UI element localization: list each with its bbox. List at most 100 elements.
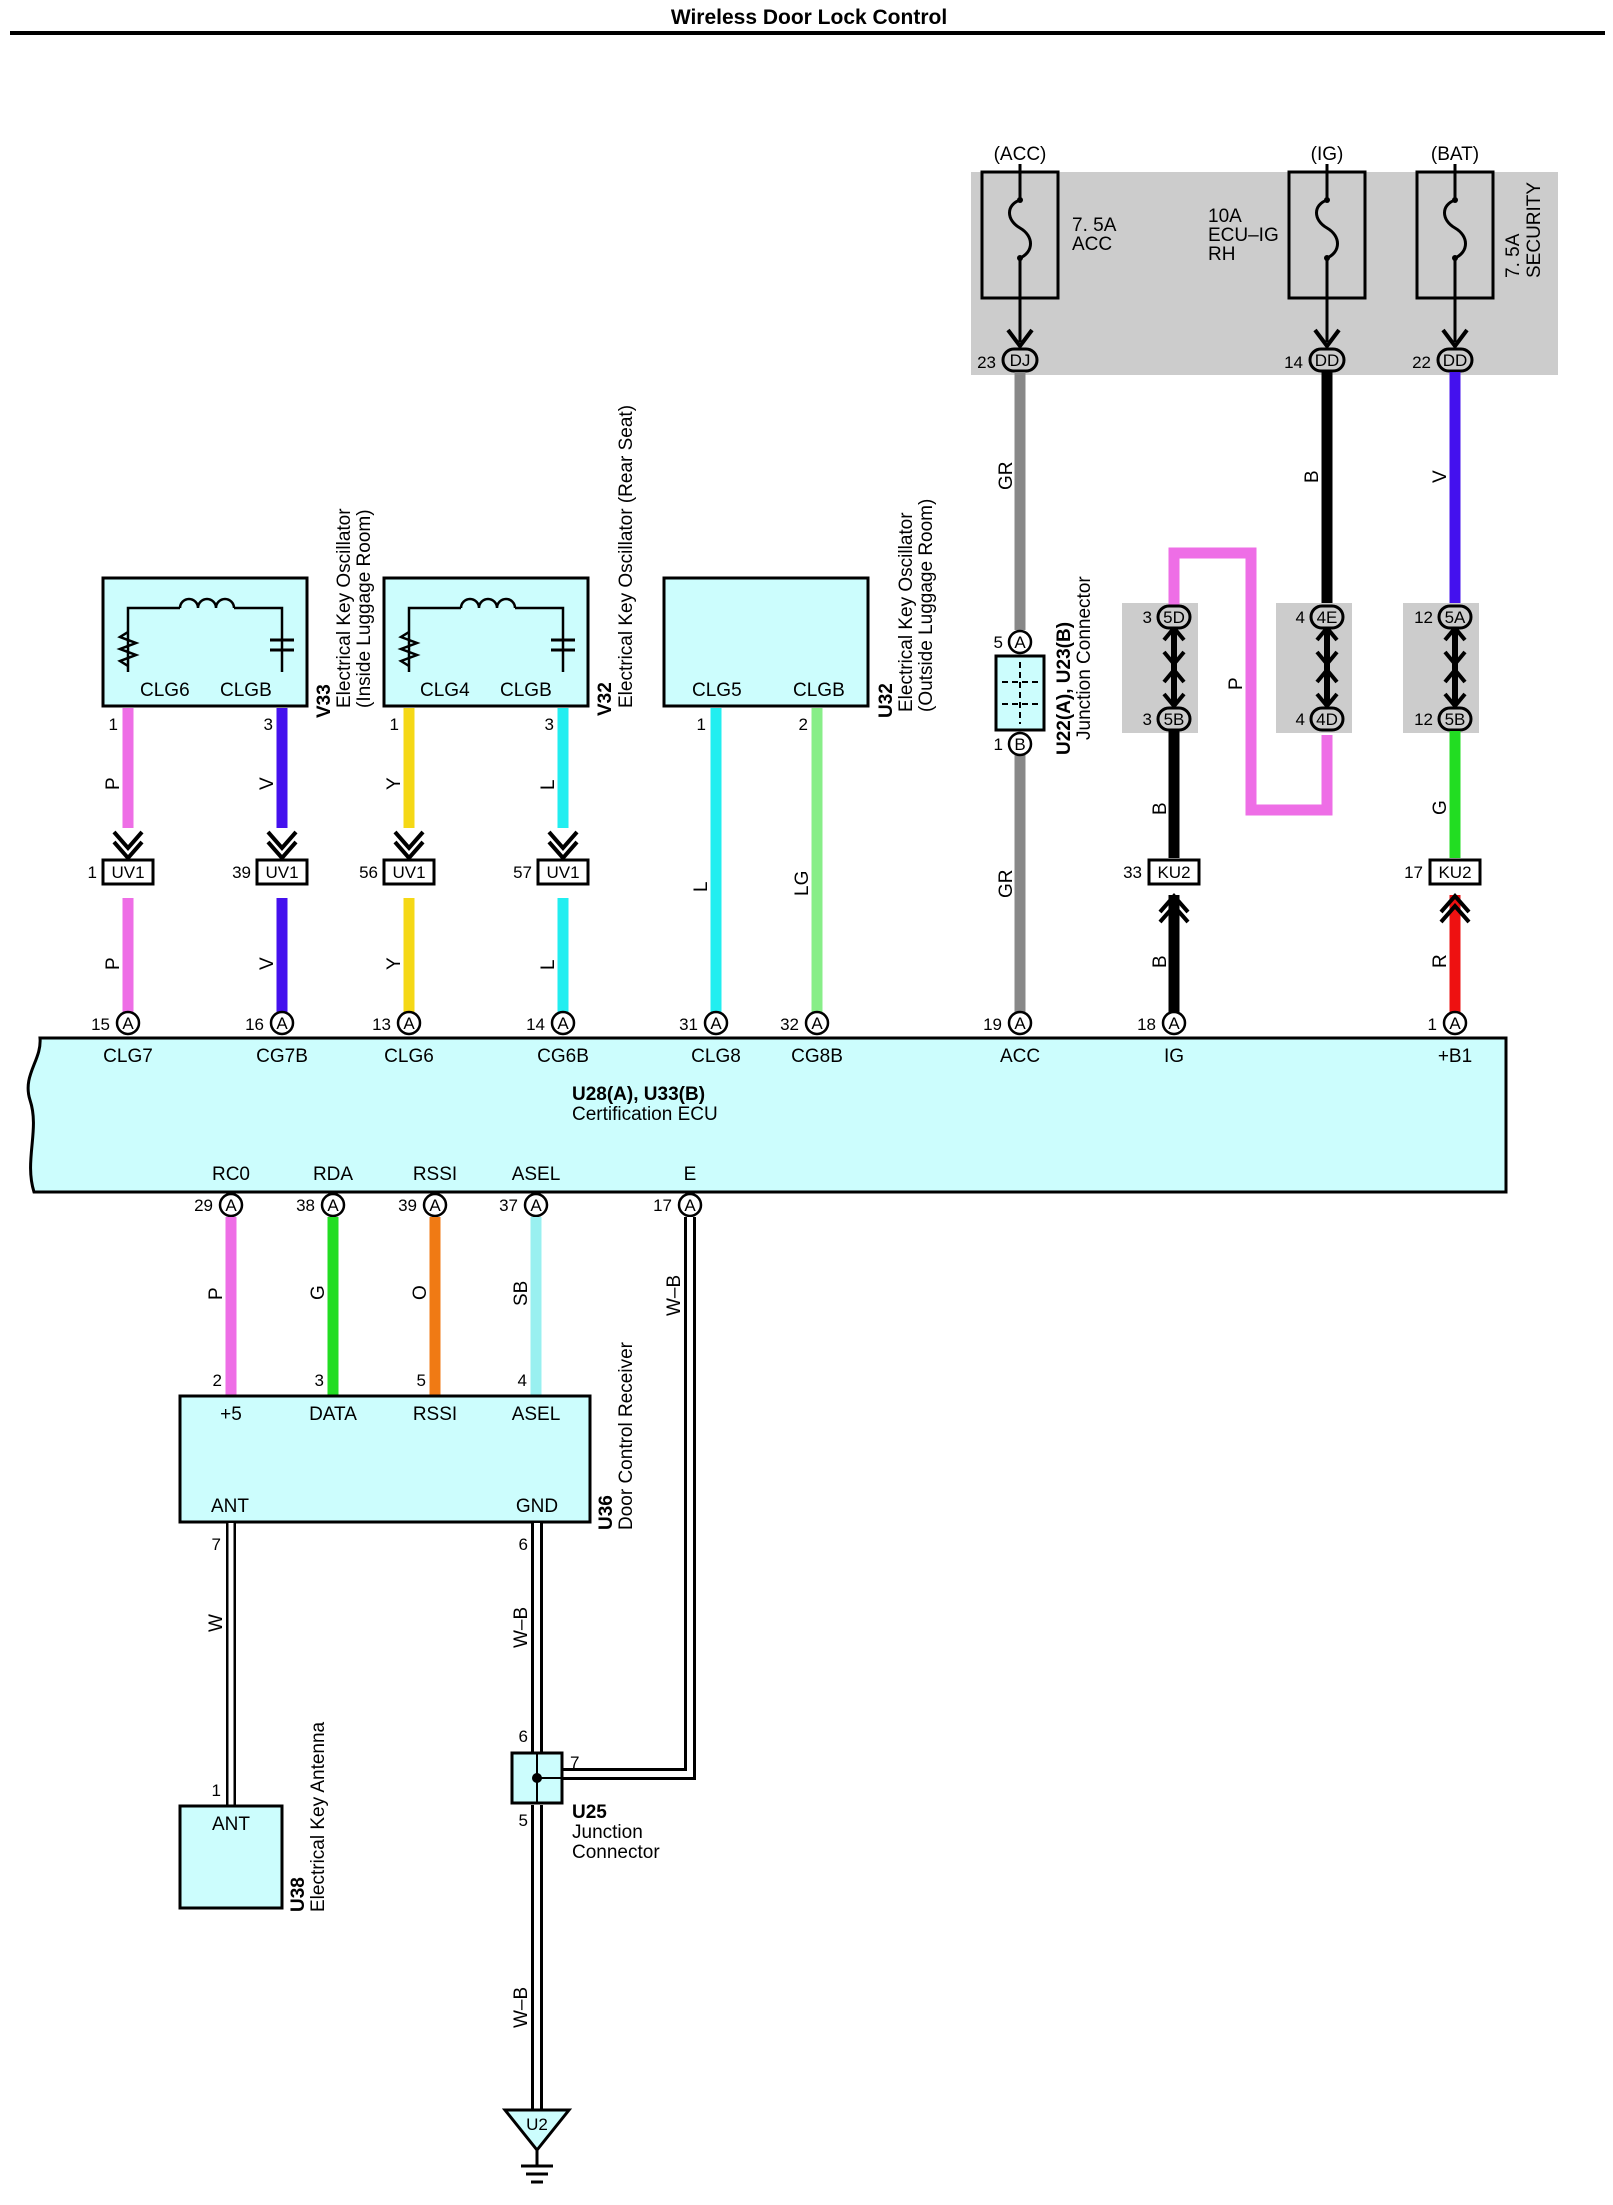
u32-name2: (Outside Luggage Room) bbox=[916, 499, 937, 712]
fuse-acc-source: (ACC) bbox=[994, 144, 1047, 165]
svg-text:CLGB: CLGB bbox=[220, 680, 272, 701]
antenna-body bbox=[178, 1804, 284, 1910]
svg-text:CLG5: CLG5 bbox=[692, 680, 742, 701]
svg-text:1: 1 bbox=[697, 715, 706, 734]
svg-text:CLGB: CLGB bbox=[500, 680, 552, 701]
svg-text:37: 37 bbox=[499, 1196, 518, 1215]
svg-text:A: A bbox=[1014, 1014, 1026, 1033]
receiver-code: U36 bbox=[596, 1495, 617, 1530]
ku2-ig-connector bbox=[1147, 858, 1201, 886]
wire-v32-a-upper-code: Y bbox=[384, 777, 405, 790]
svg-text:A: A bbox=[403, 1014, 415, 1033]
svg-text:7: 7 bbox=[570, 1753, 579, 1772]
junction-connector-u22: A 5 B 1 U22(A), U23(B) Junction Connecto… bbox=[994, 576, 1095, 757]
jb-bat-lower-label: 5B bbox=[1445, 710, 1466, 729]
wire-v33-a-lower-code: P bbox=[103, 957, 124, 970]
antenna-code: U38 bbox=[288, 1877, 309, 1912]
svg-text:UV1: UV1 bbox=[546, 863, 579, 882]
wire-ig-lower-code: B bbox=[1150, 955, 1171, 968]
svg-text:ANT: ANT bbox=[211, 1496, 249, 1517]
svg-text:A: A bbox=[710, 1014, 722, 1033]
svg-text:13: 13 bbox=[372, 1015, 391, 1034]
svg-text:RDA: RDA bbox=[313, 1164, 353, 1185]
ecu-bottom-pins: A 29 A 38 A 39 A 37 A 17 bbox=[194, 1192, 703, 1218]
fuse-acc: (ACC) 7. 5A ACC DJ 23 bbox=[977, 144, 1117, 373]
svg-text:1: 1 bbox=[1428, 1015, 1437, 1034]
antenna-label: ANT bbox=[212, 1814, 250, 1835]
wire-gnd-code: W–B bbox=[511, 1607, 532, 1648]
oscillator-v32: CLG4 CLGB 1 3 V32 Electrical Key Oscilla… bbox=[382, 405, 637, 734]
wire-bat-lower-code: R bbox=[1430, 954, 1451, 968]
svg-text:RSSI: RSSI bbox=[413, 1164, 457, 1185]
svg-text:14: 14 bbox=[526, 1015, 545, 1034]
fuse-bat-connector bbox=[1436, 347, 1474, 373]
svg-text:3: 3 bbox=[264, 715, 273, 734]
fuse-ig-source: (IG) bbox=[1311, 144, 1344, 165]
jb-ig-upper-label: 5D bbox=[1163, 608, 1185, 627]
u25-name2: Connector bbox=[572, 1842, 660, 1863]
jb-mid-upper-label: 4E bbox=[1317, 608, 1338, 627]
svg-text:CLGB: CLGB bbox=[793, 680, 845, 701]
svg-text:5: 5 bbox=[994, 633, 1003, 652]
ecu-bottom-wires bbox=[225, 1217, 542, 1395]
uv1-connectors: UV1 1 UV1 39 UV1 56 UV1 57 bbox=[88, 830, 590, 886]
ku2-ig-pin: 33 bbox=[1123, 863, 1142, 882]
svg-text:1: 1 bbox=[109, 715, 118, 734]
wire-acc-upper-code: GR bbox=[996, 462, 1017, 491]
fuse-ig-pin: 14 bbox=[1284, 353, 1303, 372]
receiver-pins: 2 3 5 4 +5 DATA RSSI ASEL ANT GND 7 6 bbox=[211, 1371, 560, 1554]
jb-bat-upper-pin: 12 bbox=[1414, 608, 1433, 627]
antenna-name: Electrical Key Antenna bbox=[308, 1721, 329, 1912]
antenna-pin: 1 bbox=[212, 1781, 221, 1800]
ku2-b1-connector bbox=[1428, 858, 1482, 886]
svg-text:CLG7: CLG7 bbox=[103, 1046, 153, 1067]
svg-text:ASEL: ASEL bbox=[512, 1164, 561, 1185]
svg-text:6: 6 bbox=[519, 1535, 528, 1554]
jb-bat-terminals: 5A 12 5B 12 bbox=[1414, 604, 1473, 732]
oscillator-u32: CLG5 CLGB 1 2 U32 Electrical Key Oscilla… bbox=[662, 499, 937, 734]
wire-v33-a-upper-code: P bbox=[103, 777, 124, 790]
jb-bat-lower-pin: 12 bbox=[1414, 710, 1433, 729]
svg-text:56: 56 bbox=[359, 863, 378, 882]
svg-text:ACC: ACC bbox=[1000, 1046, 1040, 1067]
u25-code: U25 bbox=[572, 1802, 607, 1823]
oscillator-wires bbox=[122, 708, 823, 1015]
svg-text:+B1: +B1 bbox=[1438, 1046, 1472, 1067]
ecu-name: Certification ECU bbox=[572, 1104, 718, 1125]
wire-jumper-p-code: P bbox=[1226, 677, 1247, 690]
svg-text:31: 31 bbox=[679, 1015, 698, 1034]
svg-text:29: 29 bbox=[194, 1196, 213, 1215]
ground-symbol: U2 bbox=[501, 2108, 573, 2184]
jb-ig-lower-label: 5B bbox=[1164, 710, 1185, 729]
wire-jumper-p bbox=[1168, 547, 1333, 816]
jb-ig-upper-pin: 3 bbox=[1143, 608, 1152, 627]
ecu-top-pin-numbers: 15 16 13 14 31 32 19 18 1 bbox=[91, 1015, 1437, 1034]
svg-text:3: 3 bbox=[315, 1371, 324, 1390]
v33-name1: Electrical Key Oscillator bbox=[334, 508, 355, 708]
wire-bat-mid-code: G bbox=[1430, 800, 1451, 815]
svg-text:A: A bbox=[122, 1014, 134, 1033]
svg-text:17: 17 bbox=[653, 1196, 672, 1215]
wire-bat-upper-code: V bbox=[1430, 470, 1451, 483]
wire-e-code: W–B bbox=[664, 1275, 685, 1316]
wire-rda-code: G bbox=[308, 1285, 329, 1300]
svg-text:A: A bbox=[276, 1014, 288, 1033]
svg-text:2: 2 bbox=[213, 1371, 222, 1390]
svg-text:5: 5 bbox=[417, 1371, 426, 1390]
jb-mid-terminals: 4E 4 4D 4 bbox=[1296, 604, 1345, 732]
jb-ig-terminals: 5D 3 5B 3 bbox=[1143, 604, 1192, 732]
fuse-acc-pin: 23 bbox=[977, 353, 996, 372]
fuse-acc-rating: 7. 5A bbox=[1072, 215, 1117, 236]
wire-u32-b-code: LG bbox=[792, 871, 813, 896]
ecu-top-pin-names: CLG7 CG7B CLG6 CG6B CLG8 CG8B ACC IG +B1 bbox=[103, 1046, 1472, 1067]
svg-text:A: A bbox=[225, 1196, 237, 1215]
svg-text:A: A bbox=[1014, 633, 1026, 652]
u22-code: U22(A), U23(B) bbox=[1054, 622, 1075, 755]
u32-name1: Electrical Key Oscillator bbox=[896, 512, 917, 712]
ecu-bottom-pin-names: RC0 RDA RSSI ASEL E bbox=[212, 1164, 696, 1185]
wire-rc0-code: P bbox=[206, 1287, 227, 1300]
svg-text:1: 1 bbox=[390, 715, 399, 734]
fuse-bat-source: (BAT) bbox=[1431, 144, 1479, 165]
svg-text:CLG6: CLG6 bbox=[384, 1046, 434, 1067]
